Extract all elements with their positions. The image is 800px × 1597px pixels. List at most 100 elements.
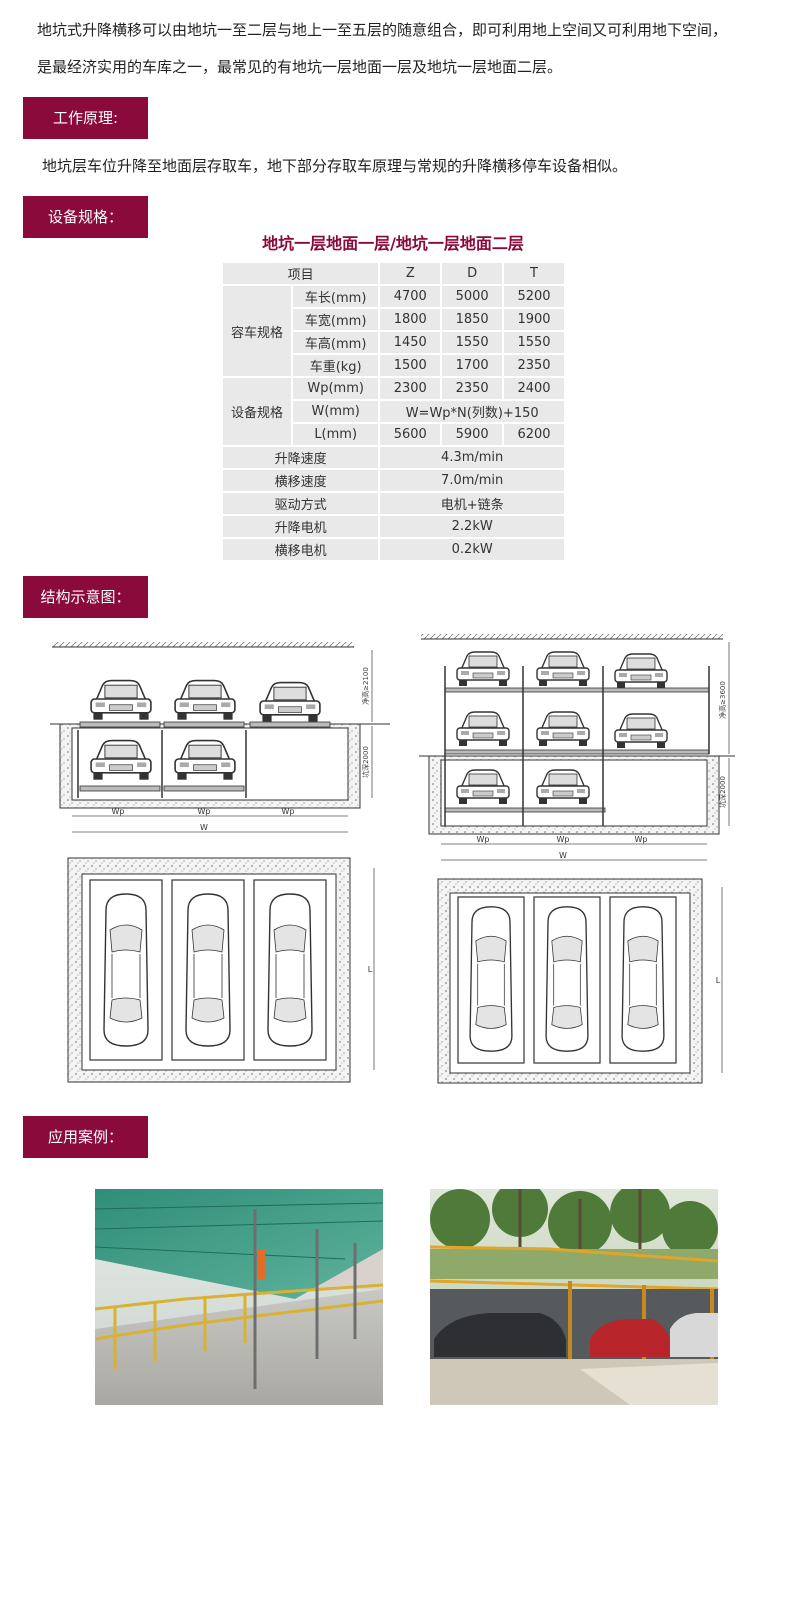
pallet <box>444 807 606 813</box>
table-row: 驱动方式 电机+链条 <box>220 491 566 516</box>
intro-line-1: 地坑式升降横移可以由地坑一至二层与地上一至五层的随意组合，即可利用地上空间又可利… <box>37 21 728 39</box>
spec-row-label: 横移电机 <box>220 537 381 562</box>
section-banner-structure: 结构示意图： <box>23 576 148 618</box>
spec-row-label: 升降电机 <box>220 514 381 539</box>
car-top-icon <box>621 906 665 1052</box>
spec-cell: 2350 <box>502 353 566 378</box>
intro-line-2: 是最经济实用的车库之一，最常见的有地坑一层地面一层及地坑一层地面二层。 <box>37 58 563 76</box>
spec-row-label: Wp(mm) <box>290 376 381 401</box>
spec-row-label: 车宽(mm) <box>290 307 381 332</box>
spec-row-label: 车长(mm) <box>290 284 381 309</box>
spec-row-label: 车高(mm) <box>290 330 381 355</box>
spec-row-label: 驱动方式 <box>220 491 381 516</box>
spec-cell: 4700 <box>378 284 443 309</box>
tree-canopy <box>430 1189 718 1257</box>
spec-header-z: Z <box>378 261 443 286</box>
elevation-drawing-right: 净高≥3600 坑深2000 Wp Wp Wp W <box>419 634 735 861</box>
spec-cell-formula: W=Wp*N(列数)+150 <box>378 399 566 424</box>
spec-cell: 1700 <box>440 353 505 378</box>
table-row: 升降速度 4.3m/min <box>220 445 566 470</box>
spec-cell: 1900 <box>502 307 566 332</box>
spec-cell: 0.2kW <box>378 537 566 562</box>
spec-header-d: D <box>440 261 505 286</box>
pallet <box>163 785 245 792</box>
pallet-outline <box>533 896 601 1064</box>
upper-planters <box>430 1249 718 1279</box>
dim-label-wp: Wp <box>635 835 648 844</box>
table-row: 车高(mm) 1450 1550 1550 <box>222 330 566 355</box>
spec-cell: 4.3m/min <box>378 445 566 470</box>
section-banner-cases: 应用案例： <box>23 1116 148 1158</box>
spec-cell: 2.2kW <box>378 514 566 539</box>
spec-cell: 5900 <box>440 422 505 447</box>
pallet-outline <box>609 896 677 1064</box>
table-row: 升降电机 2.2kW <box>220 514 566 539</box>
car-top-icon <box>267 893 313 1047</box>
spec-group-car: 容车规格 <box>221 284 293 378</box>
car-icon <box>90 679 152 721</box>
spec-cell: 1850 <box>440 307 505 332</box>
section-banner-principle: 工作原理: <box>23 97 148 139</box>
car-top-icon <box>103 893 149 1047</box>
table-row: L(mm) 5600 5900 6200 <box>222 422 566 447</box>
pallet <box>79 721 161 728</box>
car-icon <box>614 713 668 749</box>
dim-label-w: W <box>200 823 208 832</box>
pallet <box>79 785 161 792</box>
spec-cell: 1800 <box>378 307 443 332</box>
dim-label-l: L <box>368 965 373 974</box>
spec-row-label: 横移速度 <box>220 468 381 493</box>
spec-header-t: T <box>502 261 566 286</box>
spec-cell: 2350 <box>440 376 505 401</box>
middle-deck <box>444 749 710 755</box>
orange-control-box <box>257 1249 265 1279</box>
spec-table-title: 地坑一层地面一层/地坑一层地面二层 <box>262 234 524 253</box>
pallet-outline <box>171 879 245 1061</box>
dim-label-wp: Wp <box>282 807 295 816</box>
steel-columns <box>253 1209 357 1389</box>
car-icon <box>456 711 510 747</box>
table-row: 车重(kg) 1500 1700 2350 <box>222 353 566 378</box>
spec-cell: 1550 <box>502 330 566 355</box>
spec-cell: 电机+链条 <box>378 491 566 516</box>
upper-deck <box>444 687 710 693</box>
pallet-outline <box>89 879 163 1061</box>
table-row: 横移电机 0.2kW <box>220 537 566 562</box>
spec-group-device: 设备规格 <box>221 376 293 447</box>
car-top-icon <box>469 906 513 1052</box>
table-row: W(mm) W=Wp*N(列数)+150 <box>222 399 566 424</box>
dim-label-clear-height: 净高≥3600 <box>718 681 727 719</box>
car-icon <box>536 651 590 687</box>
dim-label-wp: Wp <box>477 835 490 844</box>
table-row: 车宽(mm) 1800 1850 1900 <box>222 307 566 332</box>
spec-row-label: L(mm) <box>290 422 381 447</box>
dim-label-clear-height: 净高≥2100 <box>361 667 370 705</box>
dim-label-pit-depth: 坑深2000 <box>718 776 727 808</box>
dim-label-wp: Wp <box>112 807 125 816</box>
car-icon <box>259 681 321 723</box>
parking-floor <box>95 1289 383 1405</box>
dim-label-w: W <box>559 851 567 860</box>
spec-cell: 1500 <box>378 353 443 378</box>
ceiling-hatch <box>421 634 723 639</box>
car-top-icon <box>545 906 589 1052</box>
table-row: 设备规格 Wp(mm) 2300 2350 2400 <box>221 376 566 447</box>
car-icon <box>536 711 590 747</box>
elevation-drawing-left: 净高≥2100 坑深2000 Wp Wp Wp W <box>50 642 390 833</box>
upper-yellow-railing <box>430 1245 718 1291</box>
case-photo-canopy <box>95 1189 383 1405</box>
yellow-railing <box>95 1283 383 1369</box>
parked-car-white <box>670 1313 718 1357</box>
spec-cell: 2400 <box>502 376 566 401</box>
plan-drawing-right: L <box>437 878 723 1084</box>
spec-cell: 1550 <box>440 330 505 355</box>
table-row: 横移速度 7.0m/min <box>220 468 566 493</box>
plan-drawing-left: L <box>67 857 375 1083</box>
spec-cell: 6200 <box>502 422 566 447</box>
ceiling-hatch <box>52 642 354 647</box>
green-canopy-roof <box>95 1189 383 1299</box>
spec-table: 项目 Z D T 容车规格 车长(mm) 4700 5000 5200 车宽(m… <box>220 261 566 562</box>
spec-cell: 5600 <box>378 422 443 447</box>
principle-text: 地坑层车位升降至地面层存取车，地下部分存取车原理与常规的升降横移停车设备相似。 <box>42 157 628 175</box>
spec-cell: 1450 <box>378 330 443 355</box>
